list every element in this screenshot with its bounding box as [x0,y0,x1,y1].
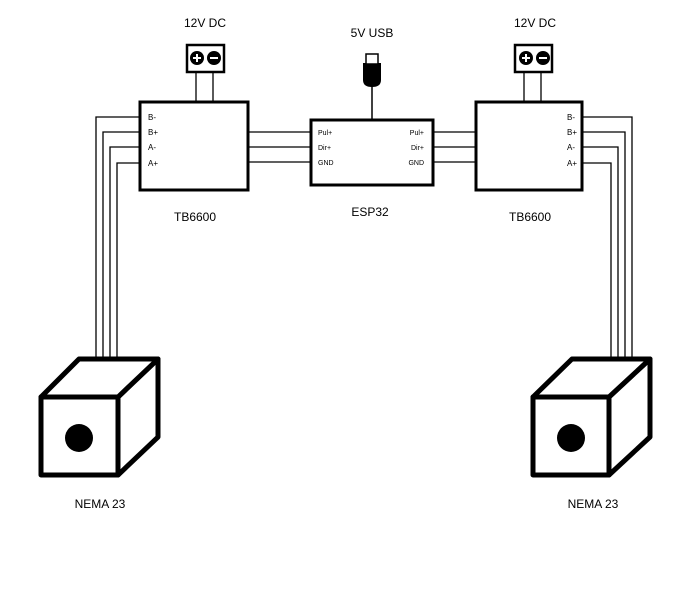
driver-right-pin-4: A+ [567,159,577,168]
power-terminal-left [185,43,226,74]
power-wires [195,72,542,102]
wires-left-motor [95,116,140,360]
motor-right-label: NEMA 23 [568,497,619,511]
wires-driver-controller [248,131,476,163]
controller-pin-right-2: Dir+ [411,145,424,152]
driver-left-label: TB6600 [174,210,216,224]
power-label-left: 12V DC [184,16,226,30]
usb-label: 5V USB [351,26,394,40]
driver-left-pin-1: B- [148,113,156,122]
motor-left-label: NEMA 23 [75,497,126,511]
driver-left-pin-2: B+ [148,128,158,137]
driver-left-box [138,100,250,192]
plus-icon [193,54,201,62]
power-label-right: 12V DC [514,16,556,30]
driver-right-label: TB6600 [509,210,551,224]
driver-right-box [474,100,584,192]
driver-right-pin-2: B+ [567,128,577,137]
motor-right [530,356,653,478]
controller-pin-left-1: Pul+ [318,130,332,137]
usb-connector [363,53,381,120]
driver-right-pin-3: A- [567,143,575,152]
motor-right-shaft [557,424,585,452]
motor-left-shaft [65,424,93,452]
controller-pin-left-3: GND [318,160,334,167]
controller-pin-right-1: Pul+ [410,130,424,137]
driver-left-pin-3: A- [148,143,156,152]
motor-left [38,356,161,478]
controller-box [309,118,435,187]
plus-icon [522,54,530,62]
controller-pin-right-3: GND [408,160,424,167]
driver-right-pin-1: B- [567,113,575,122]
wires-right-motor [582,116,633,360]
power-terminal-right [513,43,554,74]
driver-left-pin-4: A+ [148,159,158,168]
controller-pin-left-2: Dir+ [318,145,331,152]
controller-label: ESP32 [351,205,389,219]
